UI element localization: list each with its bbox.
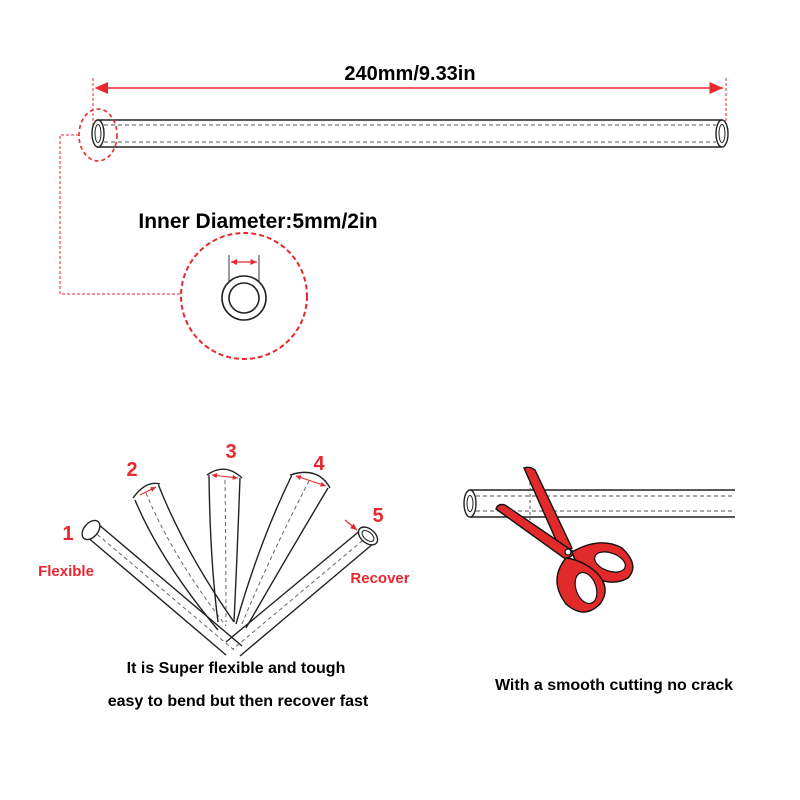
bend-step-label-4: 4 [313, 453, 325, 475]
length-dimension: 240mm/9.33in [92, 63, 727, 132]
zoom-callout [59, 108, 183, 295]
flexible-label: Flexible [38, 563, 94, 580]
bending-tubes [81, 468, 379, 657]
diameter-label: Inner Diameter:5mm/2in [138, 210, 377, 233]
bend-step-label-1: 1 [62, 523, 73, 545]
scissors-icon [495, 466, 634, 613]
magnifier-circle-icon [180, 232, 308, 360]
tube-step-5 [225, 519, 379, 657]
tube-step-1 [81, 519, 243, 656]
tube-end-icon [91, 119, 105, 148]
long-tube [91, 119, 729, 148]
caption-left-line-2: easy to bend but then recover fast [108, 693, 369, 710]
length-label: 240mm/9.33in [344, 63, 475, 85]
bend-step-label-2: 2 [126, 459, 137, 481]
tube-step-2 [132, 482, 235, 631]
recover-label: Recover [350, 570, 409, 587]
caption-right: With a smooth cutting no crack [495, 677, 733, 694]
tube-step-4 [235, 471, 331, 629]
tube-step-3 [206, 468, 243, 623]
bend-step-label-3: 3 [225, 441, 236, 463]
caption-left-line-1: It is Super flexible and tough [127, 660, 346, 677]
bend-step-label-5: 5 [372, 505, 383, 527]
